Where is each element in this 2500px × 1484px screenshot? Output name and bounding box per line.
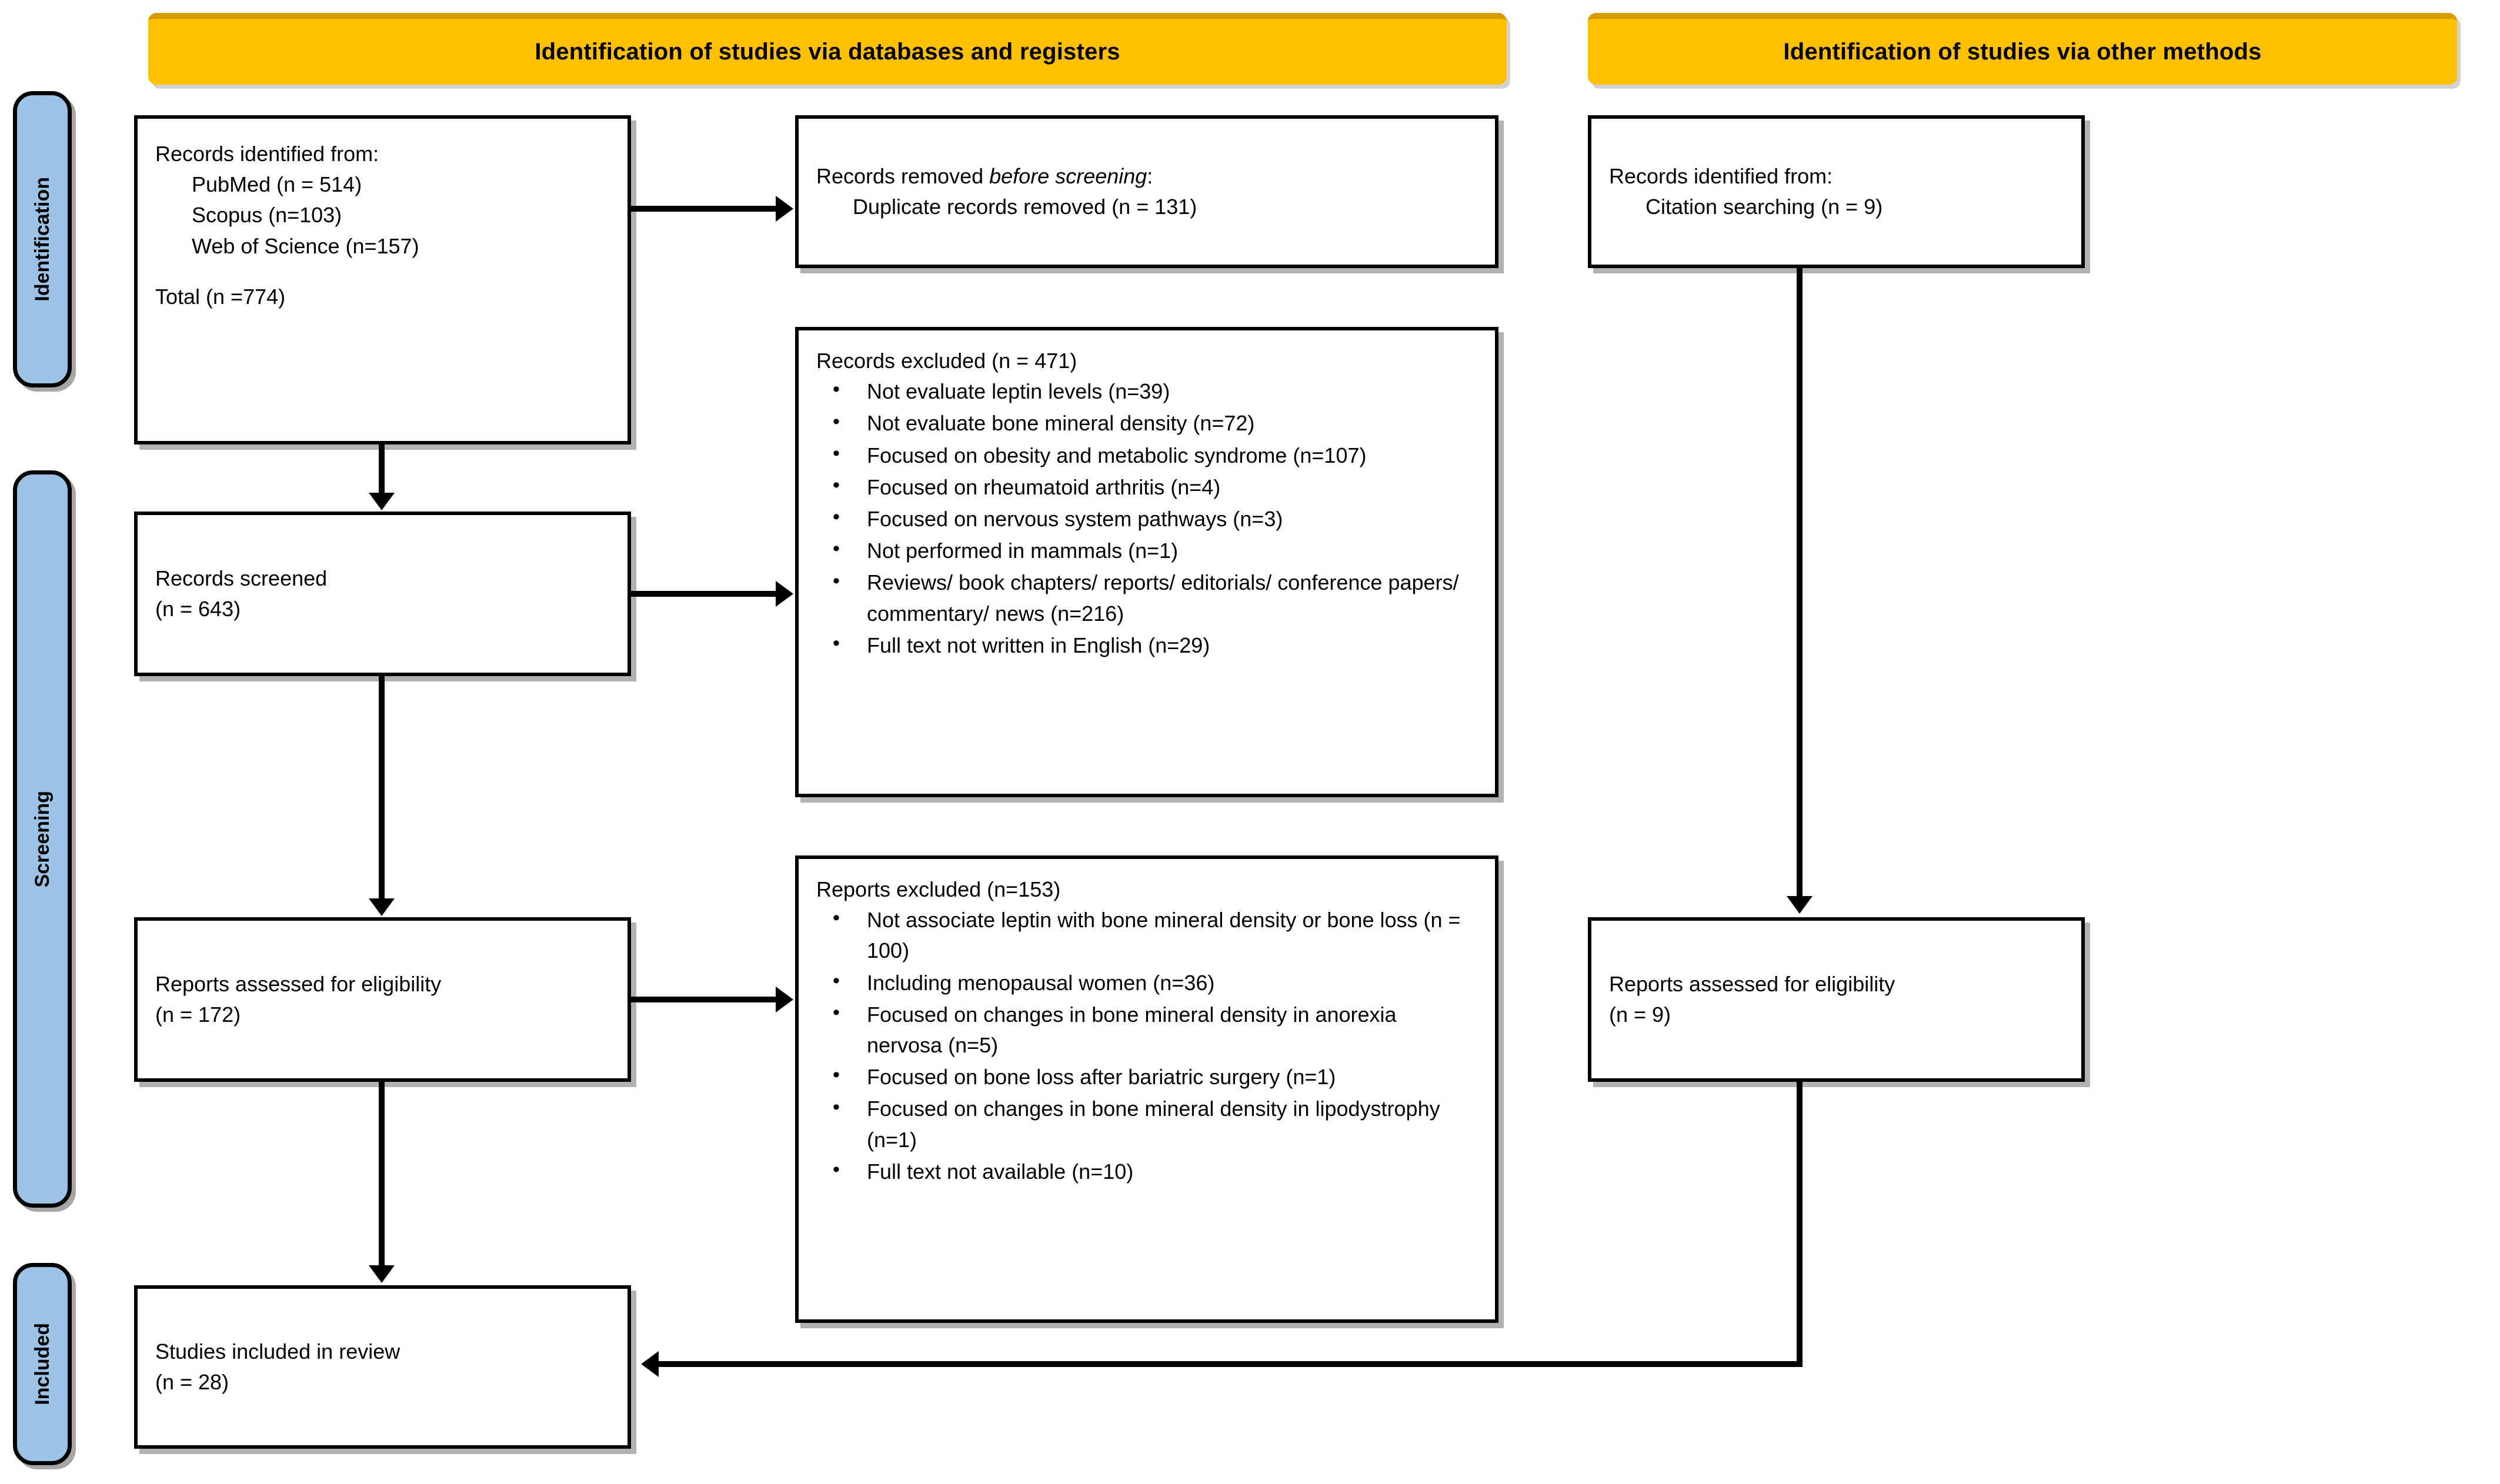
box-records-identified: Records identified from: PubMed (n = 514… xyxy=(134,115,631,444)
reports-excluded-item: Not associate leptin with bone mineral d… xyxy=(833,904,1477,966)
reports-excluded-item: Focused on changes in bone mineral densi… xyxy=(833,998,1477,1061)
records-removed-heading-plain: Records removed xyxy=(816,163,990,188)
connector-assessed-to-included xyxy=(379,1082,385,1266)
banner-other-methods: Identification of studies via other meth… xyxy=(1588,13,2457,85)
rail-screening: Screening xyxy=(13,470,72,1208)
records-excluded-item: Full text not written in English (n=29) xyxy=(833,629,1477,661)
reports-assessed-left-line1: Reports assessed for eligibility xyxy=(155,971,442,996)
box-reports-assessed-right: Reports assessed for eligibility (n = 9) xyxy=(1588,917,2085,1082)
records-identified-total: Total (n =774) xyxy=(155,284,286,309)
banner-databases-registers: Identification of studies via databases … xyxy=(148,13,1507,85)
arrowhead-screened-to-excluded xyxy=(776,581,793,607)
records-excluded-list: Not evaluate leptin levels (n=39) Not ev… xyxy=(816,375,1477,661)
records-screened-line2: (n = 643) xyxy=(155,597,241,621)
records-removed-item-0: Duplicate records removed (n = 131) xyxy=(853,195,1197,219)
arrowhead-identified-to-removed xyxy=(776,196,793,222)
records-excluded-item: Not evaluate leptin levels (n=39) xyxy=(833,375,1477,407)
box-records-identified-other: Records identified from: Citation search… xyxy=(1588,115,2085,268)
records-excluded-item: Not performed in mammals (n=1) xyxy=(833,534,1477,566)
records-identified-other-heading: Records identified from: xyxy=(1609,163,1833,188)
records-excluded-heading: Records excluded (n = 471) xyxy=(816,349,1077,373)
box-records-screened: Records screened (n = 643) xyxy=(134,512,631,676)
connector-identified-to-screened xyxy=(379,444,385,495)
records-identified-source-0: PubMed (n = 514) xyxy=(192,172,362,197)
box-records-excluded: Records excluded (n = 471) Not evaluate … xyxy=(795,327,1498,797)
box-records-removed: Records removed before screening: Duplic… xyxy=(795,115,1498,268)
rail-included-label: Included xyxy=(31,1323,54,1405)
records-removed-heading-italic: before screening xyxy=(989,163,1147,188)
box-reports-excluded: Reports excluded (n=153) Not associate l… xyxy=(795,855,1498,1323)
arrowhead-assessed-to-reports-excluded xyxy=(776,987,793,1012)
studies-included-line1: Studies included in review xyxy=(155,1339,400,1363)
connector-assessed-to-reports-excluded xyxy=(631,997,778,1002)
records-excluded-item: Focused on nervous system pathways (n=3) xyxy=(833,503,1477,534)
records-excluded-item: Focused on rheumatoid arthritis (n=4) xyxy=(833,471,1477,503)
banner-databases-label: Identification of studies via databases … xyxy=(535,38,1120,65)
records-identified-source-1: Scopus (n=103) xyxy=(192,203,342,228)
connector-screened-to-assessed xyxy=(379,676,385,900)
reports-excluded-list: Not associate leptin with bone mineral d… xyxy=(816,904,1477,1187)
records-excluded-item: Not evaluate bone mineral density (n=72) xyxy=(833,407,1477,439)
reports-assessed-left-line2: (n = 172) xyxy=(155,1002,241,1027)
records-removed-heading: Records removed before screening: xyxy=(816,161,1477,192)
records-excluded-item: Focused on obesity and metabolic syndrom… xyxy=(833,439,1477,471)
banner-other-methods-label: Identification of studies via other meth… xyxy=(1783,38,2262,65)
arrowhead-identified-to-screened xyxy=(369,493,395,510)
rail-identification: Identification xyxy=(13,91,72,387)
records-identified-source-2: Web of Science (n=157) xyxy=(192,233,419,258)
reports-excluded-item: Full text not available (n=10) xyxy=(833,1155,1477,1187)
records-removed-heading-tail: : xyxy=(1147,163,1153,188)
reports-assessed-right-line1: Reports assessed for eligibility xyxy=(1609,971,1895,996)
studies-included-line2: (n = 28) xyxy=(155,1370,229,1394)
reports-excluded-item: Focused on bone loss after bariatric sur… xyxy=(833,1061,1477,1092)
connector-screened-to-excluded xyxy=(631,591,778,597)
reports-excluded-item: Including menopausal women (n=36) xyxy=(833,967,1477,998)
records-identified-other-source-0: Citation searching (n = 9) xyxy=(1645,195,1883,219)
connector-right-assessed-down xyxy=(1797,1082,1803,1367)
reports-excluded-heading: Reports excluded (n=153) xyxy=(816,877,1061,901)
connector-identified-to-removed xyxy=(631,206,778,212)
reports-assessed-right-line2: (n = 9) xyxy=(1609,1002,1671,1027)
box-reports-assessed-left: Reports assessed for eligibility (n = 17… xyxy=(134,917,631,1082)
arrowhead-assessed-to-included xyxy=(369,1265,395,1283)
records-excluded-item: Reviews/ book chapters/ reports/ editori… xyxy=(833,567,1477,629)
box-studies-included: Studies included in review (n = 28) xyxy=(134,1285,631,1449)
reports-excluded-item: Focused on changes in bone mineral densi… xyxy=(833,1093,1477,1155)
arrowhead-other-identified-to-assessed xyxy=(1787,896,1813,914)
records-screened-line1: Records screened xyxy=(155,566,328,590)
arrowhead-right-assessed-to-included xyxy=(641,1351,659,1377)
rail-included: Included xyxy=(13,1263,72,1465)
connector-other-identified-to-assessed xyxy=(1797,268,1803,897)
arrowhead-screened-to-assessed xyxy=(369,898,395,916)
records-identified-gap xyxy=(155,262,610,282)
connector-right-assessed-to-included xyxy=(659,1361,1803,1367)
records-identified-heading: Records identified from: xyxy=(155,142,379,166)
rail-screening-label: Screening xyxy=(31,790,54,888)
rail-identification-label: Identification xyxy=(31,177,54,302)
